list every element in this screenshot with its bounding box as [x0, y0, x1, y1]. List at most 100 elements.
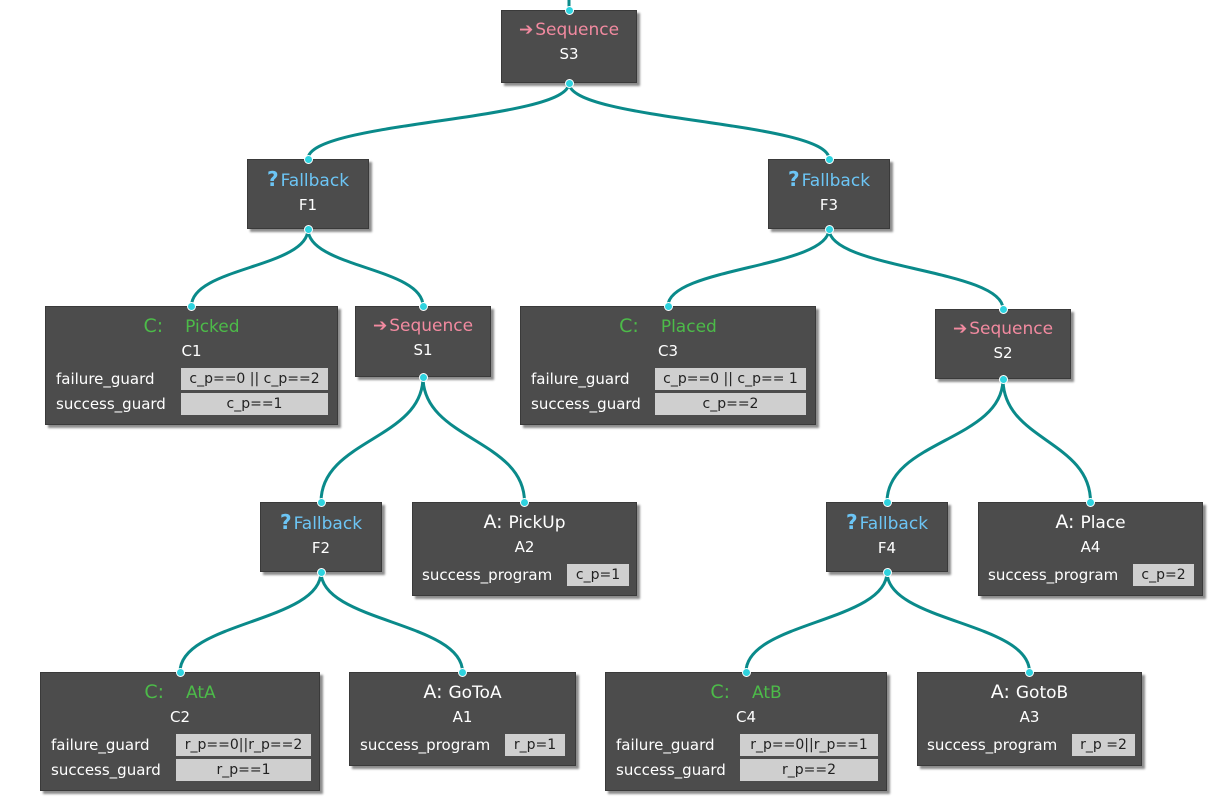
success-guard-field[interactable]: c_p==1 [181, 393, 328, 415]
node-C3[interactable]: C:Placed C3 failure_guard c_p==0 || c_p=… [520, 306, 816, 425]
node-type-label: Sequence [535, 20, 620, 40]
input-port[interactable] [520, 497, 529, 507]
node-C4[interactable]: C:AtB C4 failure_guard r_p==0||r_p==1 su… [605, 672, 887, 791]
node-header: A:Place [979, 512, 1202, 533]
node-F3[interactable]: ?Fallback F3 [768, 159, 890, 229]
input-port[interactable] [1086, 497, 1095, 507]
output-port[interactable] [824, 224, 834, 234]
node-A1[interactable]: A:GoToA A1 success_program r_p=1 [349, 672, 576, 766]
node-header: C:AtB [606, 682, 886, 703]
input-port[interactable] [316, 497, 326, 507]
node-id: A4 [1080, 538, 1101, 556]
condition-symbol-icon: C: [143, 315, 164, 337]
node-name-label: PickUp [508, 513, 566, 533]
edge-S2-A4 [1001, 378, 1092, 503]
failure-guard-label: failure_guard [51, 736, 150, 754]
input-port[interactable] [418, 301, 428, 311]
fallback-question-icon: ? [266, 167, 279, 191]
success-program-field[interactable]: r_p =2 [1072, 734, 1135, 756]
edge-S1-A2 [421, 376, 526, 503]
output-port[interactable] [418, 372, 428, 382]
node-header: A:GotoB [918, 682, 1141, 703]
node-id: F3 [819, 196, 839, 214]
sequence-arrow-icon: ➔ [952, 319, 968, 339]
node-type-label: Sequence [389, 316, 474, 336]
node-header: ➔Sequence [356, 316, 490, 336]
node-C2[interactable]: C:AtA C2 failure_guard r_p==0||r_p==2 su… [40, 672, 320, 791]
input-port[interactable] [175, 667, 185, 677]
node-name-label: AtB [752, 683, 782, 703]
node-id: S2 [993, 344, 1013, 362]
node-header: ?Fallback [827, 512, 947, 534]
edge-F4-C4 [744, 571, 889, 673]
edge-F2-C2 [178, 571, 323, 673]
node-A2[interactable]: A:PickUp A2 success_program c_p=1 [412, 502, 637, 596]
sequence-arrow-icon: ➔ [372, 316, 388, 336]
node-id: S1 [413, 341, 433, 359]
node-S3[interactable]: ➔Sequence S3 [501, 10, 637, 83]
input-port[interactable] [882, 497, 892, 507]
success-program-field[interactable]: r_p=1 [505, 734, 565, 756]
failure-guard-field[interactable]: c_p==0 || c_p== 1 [655, 368, 806, 390]
node-S1[interactable]: ➔Sequence S1 [355, 306, 491, 377]
node-id: A2 [514, 538, 535, 556]
node-id: C4 [735, 708, 757, 726]
edge-F3-S2 [827, 228, 1005, 310]
node-F2[interactable]: ?Fallback F2 [260, 502, 382, 572]
success-guard-row: success_guard c_p==2 [531, 393, 807, 415]
output-port[interactable] [316, 567, 326, 577]
node-S2[interactable]: ➔Sequence S2 [935, 309, 1071, 379]
node-F4[interactable]: ?Fallback F4 [826, 502, 948, 572]
fallback-question-icon: ? [279, 510, 292, 534]
node-header: ➔Sequence [936, 319, 1070, 339]
sequence-arrow-icon: ➔ [518, 20, 534, 40]
success-program-row: success_program c_p=2 [988, 564, 1198, 586]
output-port[interactable] [564, 78, 574, 88]
failure-guard-label: failure_guard [616, 736, 715, 754]
failure-guard-field[interactable]: r_p==0||r_p==2 [176, 734, 311, 756]
node-A3[interactable]: A:GotoB A3 success_program r_p =2 [917, 672, 1142, 766]
input-port[interactable] [458, 667, 467, 677]
node-header: C:Picked [46, 316, 337, 337]
node-id: A3 [1019, 708, 1040, 726]
input-port[interactable] [998, 304, 1008, 314]
input-port[interactable] [1025, 667, 1034, 677]
node-id: C1 [181, 342, 202, 360]
success-program-field[interactable]: c_p=1 [567, 564, 629, 586]
fallback-question-icon: ? [787, 167, 800, 191]
node-id: A1 [452, 708, 473, 726]
edge-S3-F3 [567, 82, 831, 160]
input-port[interactable] [187, 301, 196, 311]
output-port[interactable] [303, 224, 313, 234]
input-port[interactable] [741, 667, 751, 677]
success-guard-field[interactable]: c_p==2 [655, 393, 806, 415]
success-guard-field[interactable]: r_p==2 [740, 759, 878, 781]
failure-guard-field[interactable]: c_p==0 || c_p==2 [181, 368, 328, 390]
node-header: C:AtA [41, 682, 319, 703]
input-port[interactable] [824, 154, 834, 164]
success-program-field[interactable]: c_p=2 [1133, 564, 1194, 586]
input-port[interactable] [663, 301, 673, 311]
node-type-label: Fallback [293, 514, 363, 534]
node-header: A:GoToA [350, 682, 575, 703]
action-symbol-icon: A: [1055, 511, 1075, 533]
node-id: F4 [877, 539, 897, 557]
output-port[interactable] [882, 567, 892, 577]
node-C1[interactable]: C:Picked C1 failure_guard c_p==0 || c_p=… [45, 306, 338, 425]
success-guard-label: success_guard [616, 761, 726, 779]
failure-guard-label: failure_guard [531, 370, 630, 388]
edge-F2-A1 [319, 571, 464, 673]
input-port[interactable] [564, 5, 574, 15]
output-port[interactable] [998, 374, 1008, 384]
edge-S3-F1 [306, 82, 571, 160]
failure-guard-label: failure_guard [56, 370, 155, 388]
failure-guard-row: failure_guard r_p==0||r_p==1 [616, 734, 880, 756]
node-A4[interactable]: A:Place A4 success_program c_p=2 [978, 502, 1203, 596]
input-port[interactable] [303, 154, 313, 164]
success-guard-field[interactable]: r_p==1 [176, 759, 311, 781]
edge-F1-C1 [190, 228, 310, 307]
failure-guard-field[interactable]: r_p==0||r_p==1 [740, 734, 878, 756]
node-F1[interactable]: ?Fallback F1 [247, 159, 369, 229]
node-header: ?Fallback [261, 512, 381, 534]
